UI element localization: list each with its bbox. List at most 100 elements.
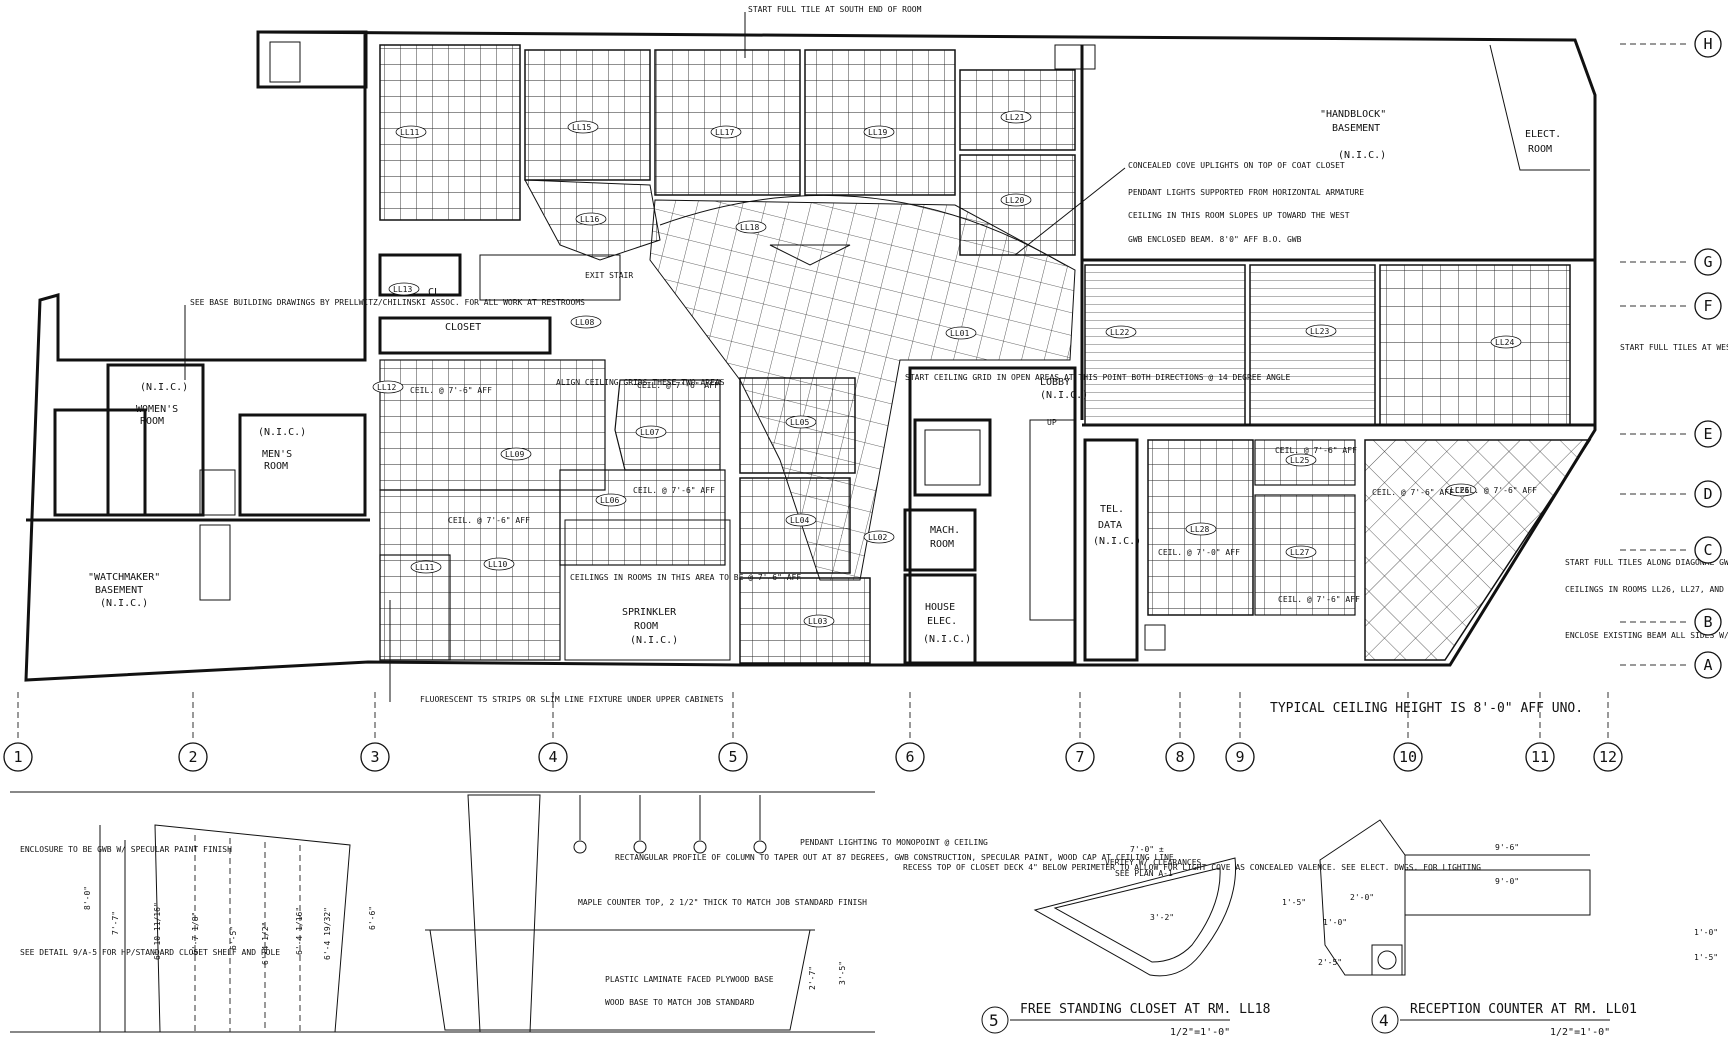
watchmaker-nic: (N.I.C.) xyxy=(100,598,148,609)
elevation-dimension: 6'-5" xyxy=(229,926,238,950)
room-tag-label: LL01 xyxy=(950,329,969,338)
grid-row-A: A xyxy=(1694,651,1722,679)
detail4-dim-1: 9'-0" xyxy=(1495,877,1519,886)
grid-col-label: 3 xyxy=(370,748,379,766)
room-tag-label: LL13 xyxy=(393,285,412,294)
grid-row-E: E xyxy=(1694,420,1722,448)
handblock-nic: (N.I.C.) xyxy=(1338,150,1386,161)
room-tag-label: LL27 xyxy=(1290,548,1309,557)
room-tag-label: LL17 xyxy=(715,128,734,137)
elevation-dimension: 2'-7" xyxy=(808,966,817,990)
room-tag-ll27: LL27 xyxy=(1285,545,1317,559)
grid-row-label: C xyxy=(1703,541,1712,559)
grid-row-label: G xyxy=(1703,253,1712,271)
womens-nic: (N.I.C.) xyxy=(140,382,188,393)
mach-name2: ROOM xyxy=(930,539,954,550)
detail5-title: FREE STANDING CLOSET AT RM. LL18 xyxy=(1020,1002,1270,1017)
room-tag-ll02: LL02 xyxy=(863,530,895,544)
note-ceilings-ll26: CEILINGS IN ROOMS LL26, LL27, AND LL28 A… xyxy=(1565,585,1728,594)
house-nic: (N.I.C.) xyxy=(923,634,971,645)
detail4-dim-6: 1'-0" xyxy=(1694,928,1718,937)
grid-col-9: 9 xyxy=(1225,742,1255,772)
room-tag-ll20: LL20 xyxy=(1000,193,1032,207)
note-align-grids: ALIGN CEILING GRIDS THESE TWO AREAS xyxy=(556,378,725,387)
elev-detail: SEE DETAIL 9/A-5 FOR HP/STANDARD CLOSET … xyxy=(20,948,280,957)
grid-col-label: 12 xyxy=(1599,748,1617,766)
ceiling-height-label: CEIL. @ 7'-6" AFF xyxy=(633,486,715,495)
room-tag-ll10: LL10 xyxy=(483,557,515,571)
note-typical-ceiling: TYPICAL CEILING HEIGHT IS 8'-0" AFF UNO. xyxy=(1270,701,1583,716)
grid-col-label: 6 xyxy=(905,748,914,766)
room-tag-label: LL04 xyxy=(790,516,809,525)
elevation-dimension: 6'-4 1/16" xyxy=(295,907,304,955)
elev-plastic: PLASTIC LAMINATE FACED PLYWOOD BASE xyxy=(605,975,774,984)
detail5-dim3: SEE PLAN A-1 xyxy=(1115,869,1173,878)
sprinkler-name: SPRINKLER xyxy=(622,607,677,618)
room-tag-label: LL02 xyxy=(868,533,887,542)
up-label: UP xyxy=(1047,418,1057,427)
elev-maple: MAPLE COUNTER TOP, 2 1/2" THICK TO MATCH… xyxy=(578,898,867,907)
elev-wood-base: WOOD BASE TO MATCH JOB STANDARD xyxy=(605,998,754,1007)
womens-name: WOMEN'S xyxy=(136,404,178,415)
grid-col-label: 9 xyxy=(1235,748,1244,766)
room-tag-label: LL23 xyxy=(1310,327,1329,336)
elevation-dimension: 6'-7 1/8" xyxy=(191,912,200,955)
room-tag-ll01: LL01 xyxy=(945,326,977,340)
grid-col-4: 4 xyxy=(538,742,568,772)
grid-col-1: 1 xyxy=(3,742,33,772)
ceiling-height-label: CEIL. @ 7'-6" AFF xyxy=(1455,486,1537,495)
elevation-dimension: 6'-4 19/32" xyxy=(323,907,332,960)
watchmaker-name: "WATCHMAKER" xyxy=(88,572,160,583)
room-tag-ll07: LL07 xyxy=(635,425,667,439)
tel-name3: (N.I.C.) xyxy=(1093,536,1141,547)
grid-row-label: E xyxy=(1703,425,1712,443)
closet-label: CLOSET xyxy=(445,322,481,333)
room-tag-label: LL07 xyxy=(640,428,659,437)
room-tag-ll28: LL28 xyxy=(1185,522,1217,536)
room-tag-ll25: LL25 xyxy=(1285,453,1317,467)
grid-col-11: 11 xyxy=(1525,742,1555,772)
note-slope: CEILING IN THIS ROOM SLOPES UP TOWARD TH… xyxy=(1128,211,1350,220)
detail4-title: RECEPTION COUNTER AT RM. LL01 xyxy=(1410,1002,1637,1017)
room-tag-ll22: LL22 xyxy=(1105,325,1137,339)
room-tag-ll06: LL06 xyxy=(595,493,627,507)
note-gwb-beam: GWB ENCLOSED BEAM. 8'0" AFF B.O. GWB xyxy=(1128,235,1302,244)
grid-row-D: D xyxy=(1694,480,1722,508)
ceiling-height-label: CEIL. @ 7'-0" AFF xyxy=(1158,548,1240,557)
grid-col-label: 11 xyxy=(1531,748,1549,766)
room-tag-ll24: LL24 xyxy=(1490,335,1522,349)
detail5-dim4: 3'-2" xyxy=(1150,913,1174,922)
lobby-nic: (N.I.C.) xyxy=(1040,390,1088,401)
grid-row-label: H xyxy=(1703,35,1712,53)
room-tag-ll13: LL13 xyxy=(388,282,420,296)
elevation-dimensions: 8'-0"7'-7"6'-10 11/16"6'-7 1/8"6'-5"6'-4… xyxy=(83,886,847,990)
tel-name2: DATA xyxy=(1098,520,1122,531)
room-tag-label: LL10 xyxy=(488,560,507,569)
mach-name: MACH. xyxy=(930,525,960,536)
room-tag-label: LL06 xyxy=(600,496,619,505)
room-tag-ll16: LL16 xyxy=(575,212,607,226)
room-tag-ll11: LL11 xyxy=(395,125,427,139)
room-tag-label: LL28 xyxy=(1190,525,1209,534)
grid-col-label: 8 xyxy=(1175,748,1184,766)
detail5-num: 5 xyxy=(989,1011,999,1030)
ceiling-height-labels: CEIL. @ 7'-6" AFF CEIL. @ 7'-6" AFF CEIL. … xyxy=(410,381,1537,604)
room-tag-label: LL12 xyxy=(377,383,396,392)
room-tag-ll12: LL12 xyxy=(372,380,404,394)
grid-col-5: 5 xyxy=(718,742,748,772)
sprinkler-nic: (N.I.C.) xyxy=(630,635,678,646)
grid-col-3: 3 xyxy=(360,742,390,772)
room-tag-label: LL05 xyxy=(790,418,809,427)
detail4-dim-5: 2'-5" xyxy=(1318,958,1342,967)
elev-enclosure: ENCLOSURE TO BE GWB W/ SPECULAR PAINT FI… xyxy=(20,845,232,854)
elevation-dimension: 3'-5" xyxy=(838,961,847,985)
detail4-num: 4 xyxy=(1379,1011,1389,1030)
room-tag-ll08: LL08 xyxy=(570,315,602,329)
building-walls xyxy=(24,30,1597,682)
detail4-dim-0: 9'-6" xyxy=(1495,843,1519,852)
grid-row-label: F xyxy=(1703,297,1712,315)
detail-5-closet: RECESS TOP OF CLOSET DECK 4" BELOW PERIM… xyxy=(903,845,1481,1038)
room-tag-ll21: LL21 xyxy=(1000,110,1032,124)
